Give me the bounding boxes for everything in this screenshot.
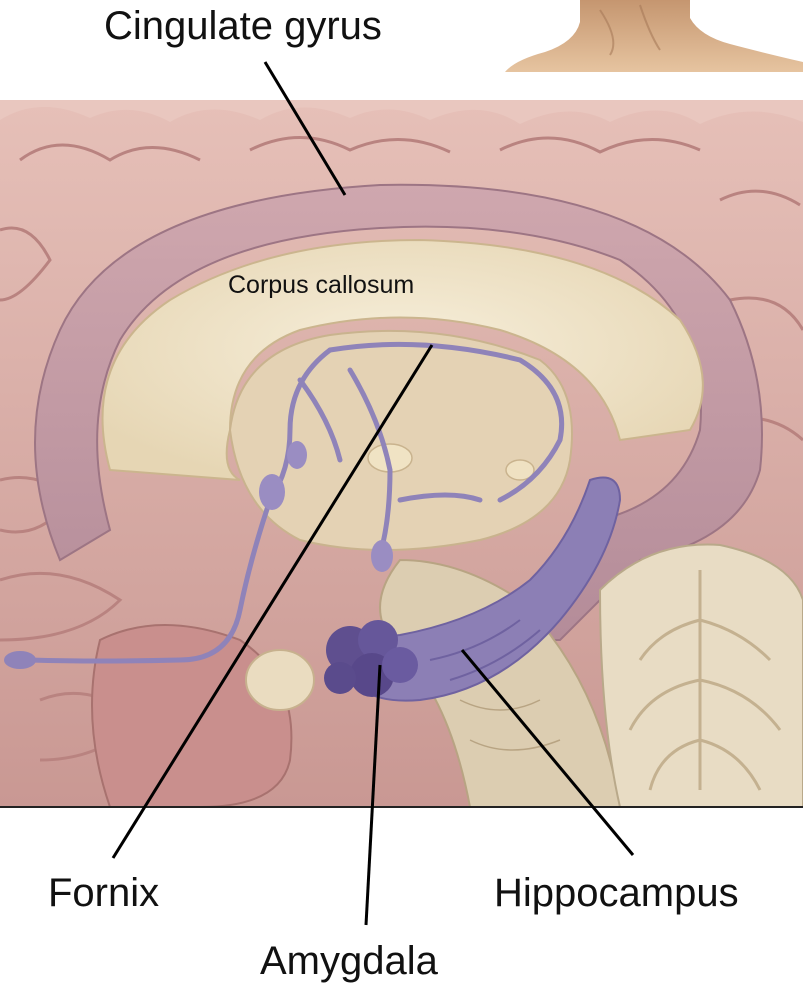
amygdala xyxy=(324,620,418,697)
label-cingulate-gyrus: Cingulate gyrus xyxy=(104,4,382,48)
leader-line-cingulate xyxy=(263,61,347,196)
leader-line-hippocampus xyxy=(460,649,635,856)
leader-line-fornix xyxy=(111,344,434,859)
cerebellum xyxy=(598,543,803,808)
label-corpus-callosum: Corpus callosum xyxy=(228,271,415,299)
leader-lines xyxy=(111,61,635,926)
label-hippocampus: Hippocampus xyxy=(494,871,739,915)
head-silhouette-thumbnail xyxy=(505,0,803,72)
leader-line-amygdala xyxy=(364,664,382,926)
label-fornix: Fornix xyxy=(48,871,160,915)
label-amygdala: Amygdala xyxy=(260,939,438,983)
corpus-callosum xyxy=(101,238,704,481)
cingulate-gyrus xyxy=(34,183,763,641)
thalamus xyxy=(228,329,573,551)
